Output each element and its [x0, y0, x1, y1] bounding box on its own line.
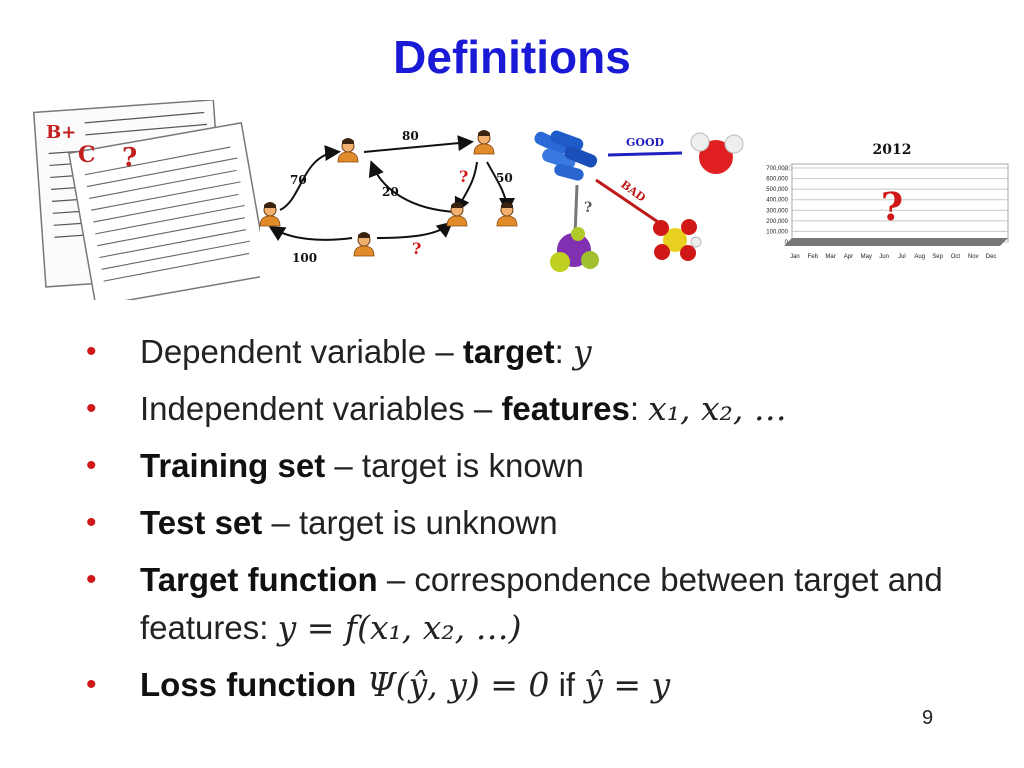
- list-item: • Target function – correspondence betwe…: [80, 556, 960, 652]
- water-molecule-icon: [690, 132, 744, 174]
- edge-weight: 80: [402, 129, 419, 143]
- y-tick-label: 200,000: [766, 219, 788, 225]
- x-tick-label: Oct: [951, 254, 961, 260]
- chart-year: 2012: [873, 142, 912, 158]
- x-tick-label: Nov: [968, 254, 979, 260]
- molecules-image: GOOD BAD ?: [534, 130, 744, 272]
- list-item: • Dependent variable – target: y: [80, 328, 960, 376]
- y-tick-label: 0: [785, 240, 789, 246]
- bullet-dot: •: [86, 563, 97, 596]
- x-tick-label: Jul: [898, 254, 906, 260]
- slide-title: Definitions: [393, 31, 631, 83]
- y-tick-label: 100,000: [766, 229, 788, 235]
- definitions-list: • Dependent variable – target: y • Indep…: [80, 328, 960, 718]
- bullet-dot: •: [86, 506, 97, 539]
- x-tick-label: Sep: [932, 254, 943, 260]
- list-item: • Independent variables – features: x₁, …: [80, 385, 960, 433]
- illustration-strip: B+ C ? 70 80 20 50 100: [30, 100, 1020, 310]
- unknown-edge-mark: ?: [412, 239, 421, 258]
- list-item: • Loss function Ψ(ŷ, y) = 0 if ŷ = y: [80, 661, 960, 709]
- list-item: • Training set – target is known: [80, 442, 960, 490]
- chart-unknown-mark: ?: [881, 184, 903, 229]
- pill-capsules-icon: [534, 130, 598, 181]
- x-tick-label: Apr: [844, 254, 853, 260]
- edge-weight: 20: [382, 185, 399, 199]
- x-tick-label: Jun: [879, 254, 889, 260]
- edge-weight: 100: [292, 251, 317, 265]
- y-tick-label: 600,000: [766, 177, 788, 183]
- page-number: 9: [922, 707, 934, 729]
- edge-weight: 50: [496, 171, 513, 185]
- sulfate-molecule-icon: [653, 219, 702, 261]
- unknown-edge-mark: ?: [459, 167, 468, 186]
- y-tick-label: 400,000: [766, 198, 788, 204]
- x-tick-label: Jan: [790, 254, 800, 260]
- list-item: • Test set – target is unknown: [80, 499, 960, 547]
- purple-molecule-icon: [550, 227, 599, 272]
- bullet-dot: •: [86, 668, 97, 701]
- edge-weight: 70: [290, 173, 307, 187]
- forecast-chart-image: 2012 700,000 600,000 500,000 400,000 300,000…: [766, 142, 1010, 260]
- bullet-dot: •: [86, 392, 97, 425]
- x-tick-label: Aug: [914, 254, 925, 260]
- graded-papers-image: B+ C ?: [32, 100, 260, 300]
- grade-c: C: [78, 142, 96, 168]
- bad-label: BAD: [618, 178, 648, 205]
- x-tick-label: Feb: [808, 254, 819, 260]
- x-tick-label: May: [861, 254, 872, 260]
- x-tick-label: Mar: [825, 254, 835, 260]
- y-tick-label: 300,000: [766, 208, 788, 214]
- bullet-dot: •: [86, 449, 97, 482]
- good-label: GOOD: [626, 136, 665, 149]
- grade-unknown: ?: [122, 143, 137, 173]
- network-graph-image: 70 80 20 50 100 ? ?: [259, 129, 518, 265]
- unknown-relation-mark: ?: [584, 200, 592, 216]
- y-tick-label: 700,000: [766, 166, 788, 172]
- grade-b-plus: B+: [46, 122, 76, 143]
- y-tick-label: 500,000: [766, 187, 788, 193]
- x-tick-label: Dec: [986, 254, 997, 260]
- bullet-dot: •: [86, 335, 97, 368]
